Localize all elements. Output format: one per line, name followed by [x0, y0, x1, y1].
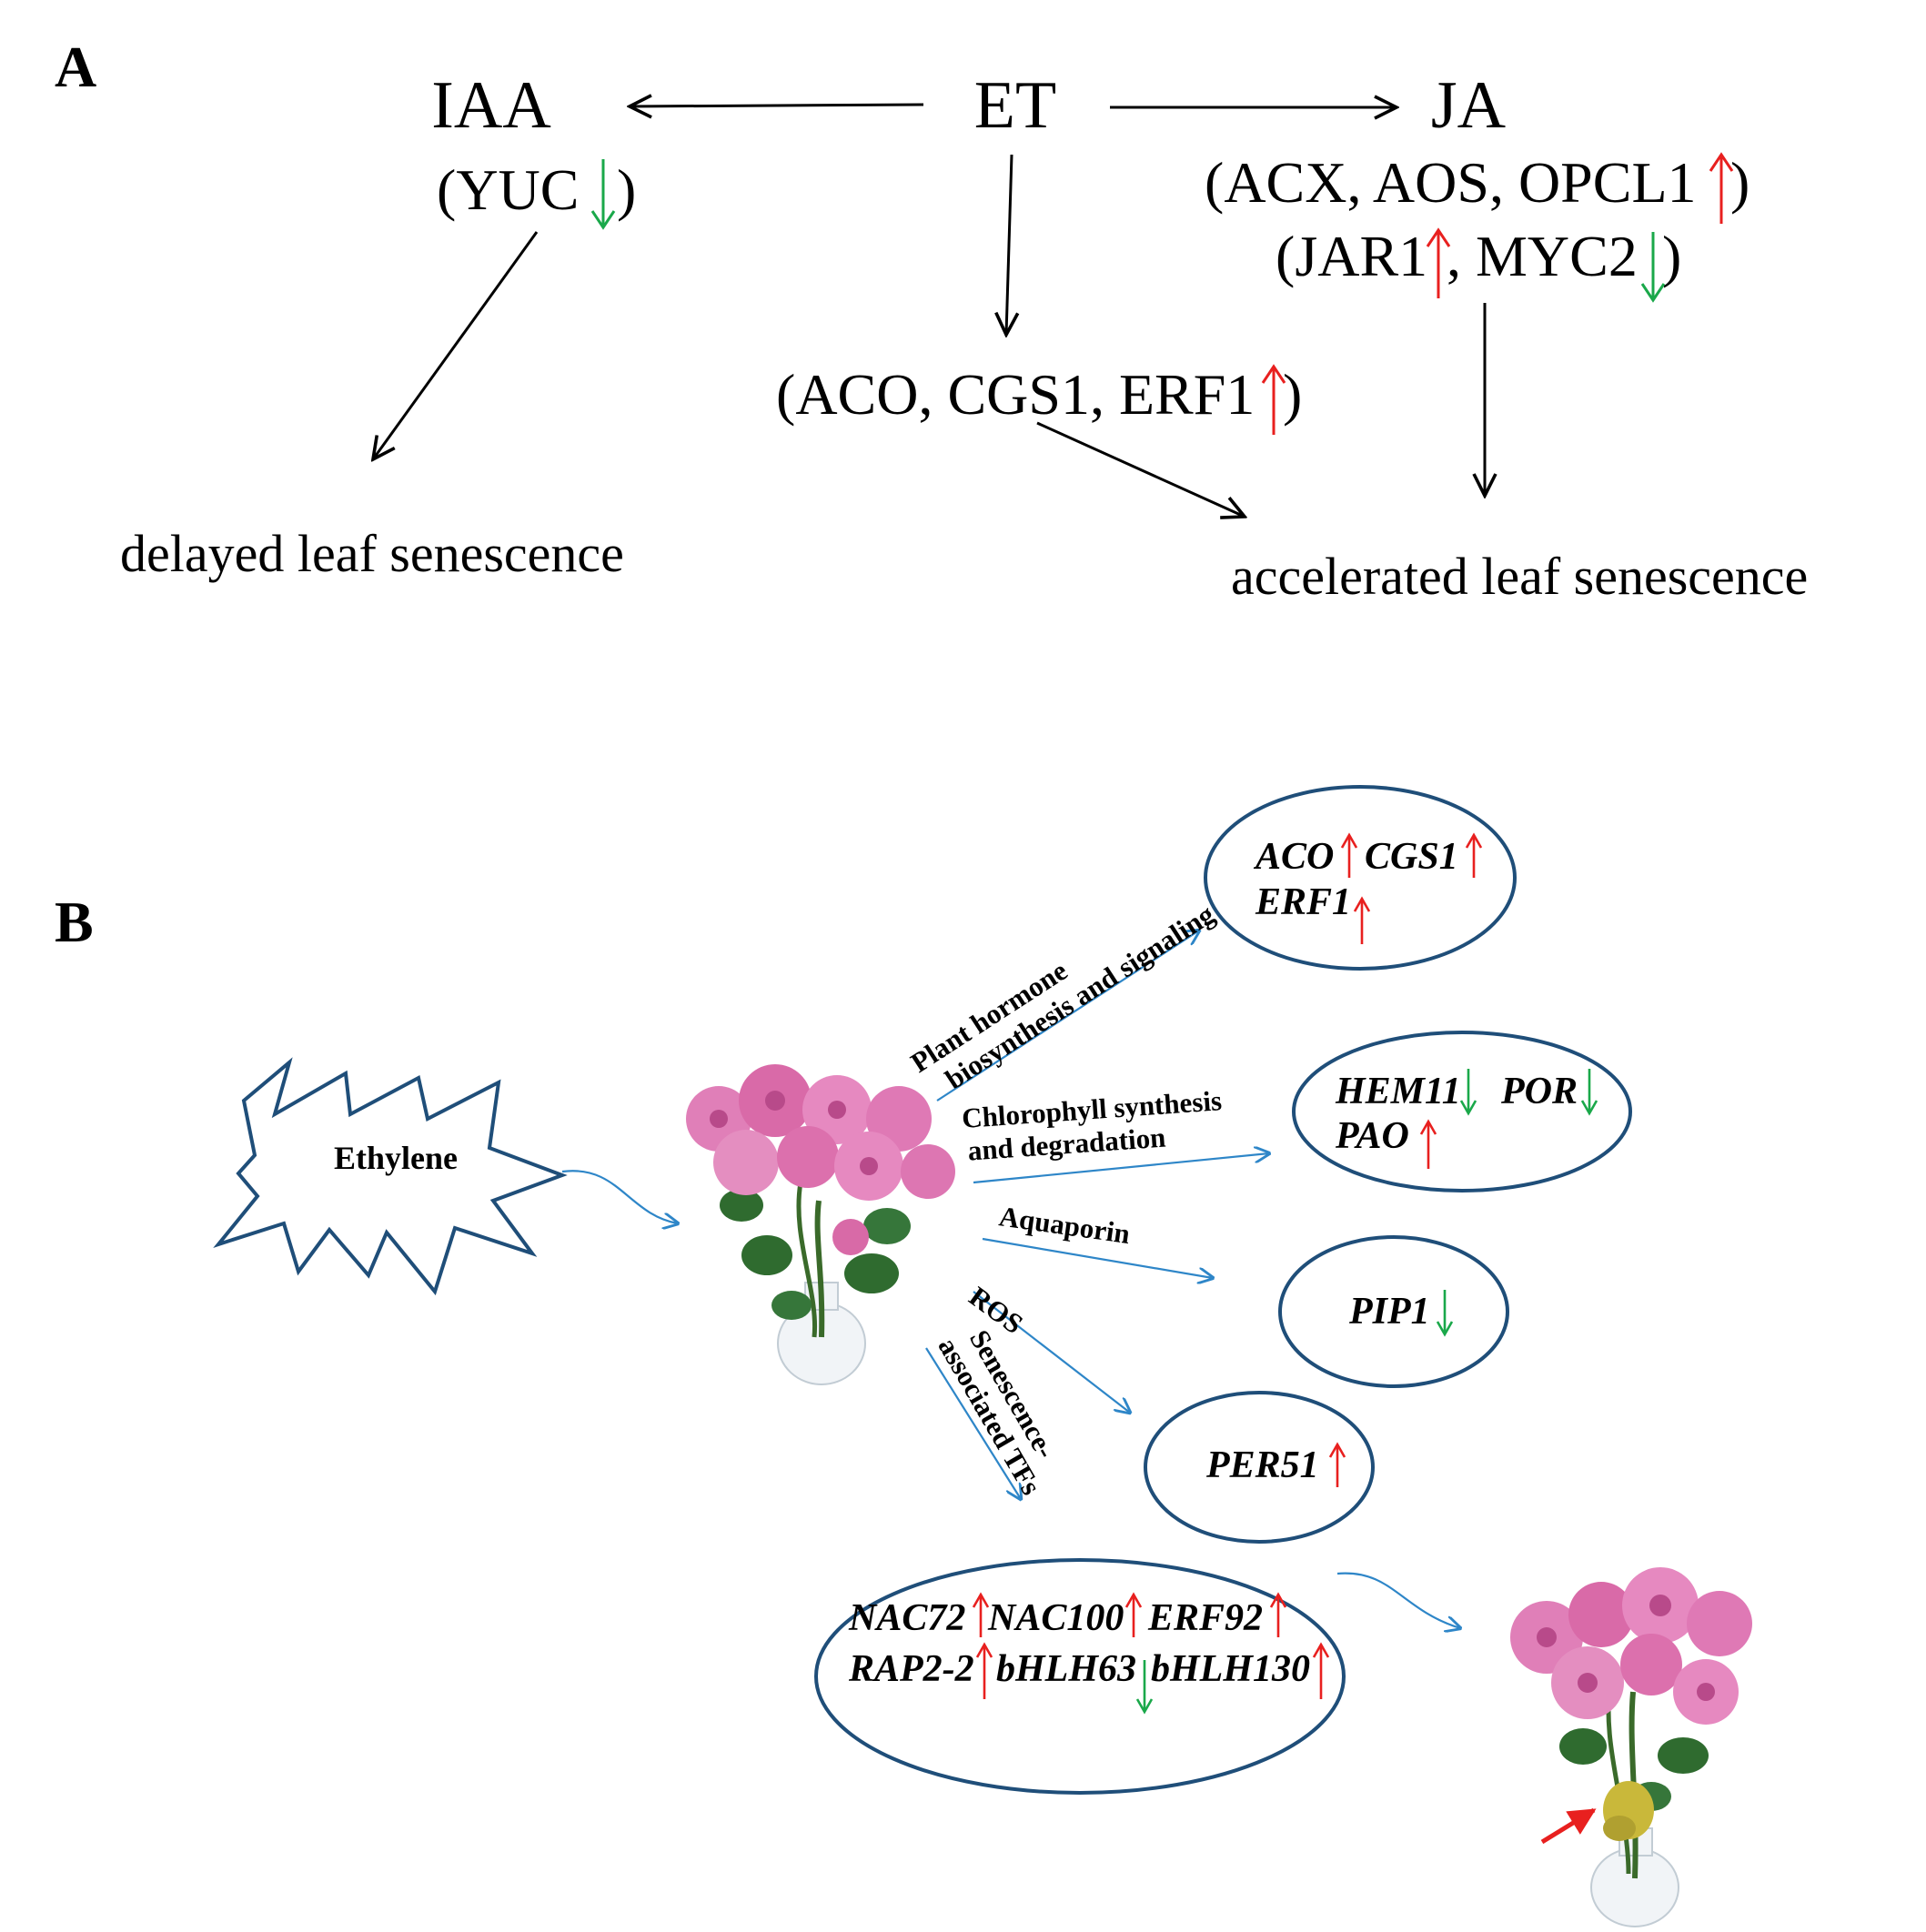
pao-up-icon — [1419, 1119, 1437, 1135]
gene-aco: ACO — [1253, 836, 1334, 878]
gene-nac72: NAC72 — [848, 1597, 965, 1639]
por-down-icon — [1580, 1100, 1598, 1116]
arrow-ethylene-to-plant — [561, 1170, 678, 1223]
gene-bhlh130: bHLH130 — [1151, 1648, 1310, 1690]
erf1-up-icon — [1353, 896, 1371, 912]
iaa-label: IAA — [431, 68, 551, 143]
ellipse-ros-genes — [1144, 1391, 1375, 1544]
arrow-tfs-pathway — [925, 1347, 1021, 1499]
gene-erf92: ERF92 — [1147, 1597, 1263, 1639]
gene-bhlh63: bHLH63 — [996, 1648, 1136, 1690]
nac100-up-icon — [1124, 1592, 1143, 1608]
ja-label: JA — [1431, 68, 1506, 143]
arrow-aquaporin-pathway — [982, 1237, 1213, 1278]
bhlh63-down-icon — [1135, 1698, 1154, 1715]
et-label: ET — [974, 68, 1056, 143]
ja-genes-line1-open: (ACX, AOS, OPCL1 — [1205, 150, 1697, 215]
cgs1-up-icon — [1465, 832, 1483, 849]
arrow-et-genes-to-accelerated — [1036, 421, 1245, 517]
pathway-ros-label: ROS — [963, 1280, 1029, 1340]
ja-genes-line2-part1: (JAR1 — [1276, 224, 1427, 288]
chrysanthemum-senescent-image — [1510, 1567, 1752, 1927]
gene-por: POR — [1500, 1071, 1578, 1112]
pathway-hormone-label: Plant hormone biosynthesis and signaling — [905, 898, 1221, 1095]
svg-text:Aquaporin: Aquaporin — [997, 1200, 1132, 1250]
chrysanthemum-fresh-image — [686, 1064, 955, 1385]
panel-b-label: B — [55, 890, 94, 954]
ethylene-label: Ethylene — [334, 1140, 458, 1176]
erf1-up-arrowhead — [1261, 364, 1286, 384]
erf92-up-icon — [1269, 1592, 1287, 1608]
ja-genes-line2-part2: , MYC2 — [1447, 224, 1638, 288]
ellipse-aquaporin-genes — [1278, 1235, 1509, 1388]
arrow-iaa-to-delayed — [373, 231, 539, 459]
rap22-up-icon — [975, 1642, 993, 1658]
svg-text:biosynthesis and signaling: biosynthesis and signaling — [940, 898, 1220, 1095]
ellipse-chlorophyll-genes — [1292, 1031, 1632, 1192]
delayed-leaf-senescence: delayed leaf senescence — [120, 524, 624, 583]
myc2-down-arrowhead — [1640, 283, 1666, 303]
pathway-aquaporin-label: Aquaporin — [997, 1200, 1132, 1250]
ja-line1-up-arrowhead — [1709, 152, 1734, 172]
iaa-genes-open: (YUC — [437, 157, 579, 222]
nac72-up-icon — [972, 1592, 990, 1608]
panel-a-label: A — [55, 35, 96, 99]
arrow-tfs-to-senescent-plant — [1336, 1572, 1460, 1628]
ellipse-tf-genes — [814, 1558, 1346, 1795]
jar1-up-arrowhead — [1426, 227, 1451, 247]
arrow-ros-pathway — [973, 1291, 1130, 1413]
arrow-et-to-iaa — [630, 105, 924, 106]
yellow-leaf-indicator-arrow — [1540, 1807, 1597, 1845]
bhlh130-up-icon — [1312, 1642, 1330, 1658]
gene-erf1: ERF1 — [1255, 881, 1351, 923]
gene-rap22: RAP2-2 — [848, 1648, 974, 1690]
hem11-down-icon — [1459, 1100, 1477, 1116]
gene-nac100: NAC100 — [987, 1597, 1124, 1639]
arrow-hormone-pathway — [936, 931, 1199, 1102]
gene-per51: PER51 — [1205, 1444, 1319, 1486]
gene-cgs1: CGS1 — [1365, 836, 1458, 878]
pathway-chlorophyll-label: Chlorophyll synthesis and degradation — [961, 1084, 1223, 1167]
ja-genes-line2-close: ) — [1662, 224, 1681, 288]
ethylene-starburst — [213, 1057, 568, 1296]
per51-up-icon — [1328, 1442, 1346, 1458]
pip1-down-icon — [1436, 1321, 1454, 1337]
gene-pip1: PIP1 — [1348, 1291, 1430, 1333]
gene-pao: PAO — [1335, 1115, 1409, 1157]
ellipse-hormone-genes — [1204, 785, 1517, 971]
yuc-down-arrowhead — [590, 210, 616, 230]
gene-hem11: HEM11 — [1335, 1071, 1461, 1112]
iaa-genes-close: ) — [617, 157, 636, 222]
aco-up-icon — [1340, 832, 1358, 849]
arrow-et-down — [1006, 154, 1012, 335]
arrow-chlorophyll-pathway — [973, 1153, 1269, 1184]
et-genes-open: (ACO, CGS1, ERF1 — [776, 362, 1255, 427]
svg-text:ROS: ROS — [963, 1280, 1029, 1340]
accelerated-leaf-senescence: accelerated leaf senescence — [1231, 547, 1808, 606]
et-genes-close: ) — [1283, 362, 1302, 427]
ja-genes-line1-close: ) — [1730, 150, 1750, 215]
